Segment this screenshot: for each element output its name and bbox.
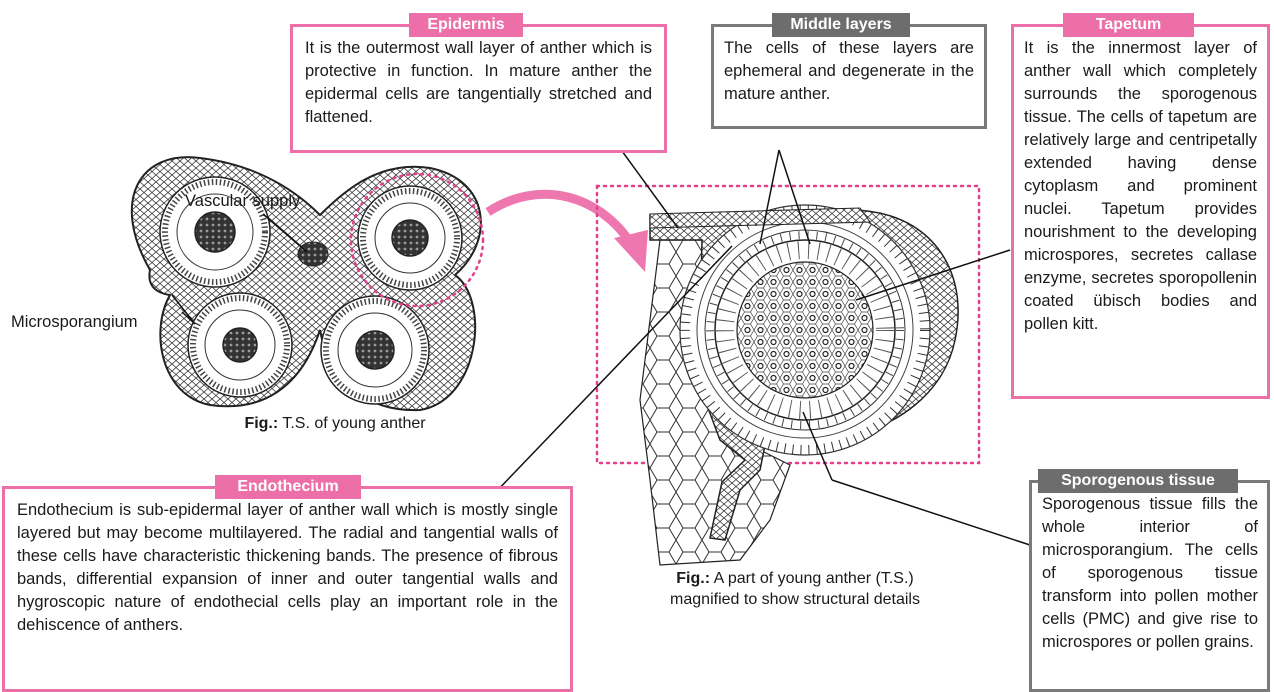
- sporogenous-tissue-title: Sporogenous tissue: [1038, 469, 1238, 493]
- middle-layers-text: The cells of these layers are ephemeral …: [724, 37, 974, 106]
- figure-caption-text-2b: magnified to show structural details: [640, 589, 950, 610]
- vascular-supply-label: Vascular supply: [185, 192, 300, 211]
- tapetum-box: Tapetum It is the innermost layer of ant…: [1011, 24, 1270, 399]
- middle-layers-box: Middle layers The cells of these layers …: [711, 24, 987, 129]
- magnify-arrow-head: [614, 230, 648, 272]
- magnified-anther-drawing: [640, 205, 958, 565]
- figure-prefix-2: Fig.:: [676, 570, 710, 587]
- sporogenous-tissue-text: Sporogenous tissue fills the whole inter…: [1042, 493, 1258, 654]
- endothecium-title: Endothecium: [215, 475, 361, 499]
- figure-caption-1: Fig.: T.S. of young anther: [220, 413, 450, 434]
- sporogenous-leader: [832, 480, 1030, 545]
- sporogenous-tissue-box: Sporogenous tissue Sporogenous tissue fi…: [1029, 480, 1270, 692]
- tapetum-text: It is the innermost layer of anther wall…: [1024, 37, 1257, 336]
- microsporangium-label: Microsporangium: [11, 313, 138, 332]
- tapetum-title: Tapetum: [1063, 13, 1194, 37]
- endothecium-text: Endothecium is sub-epidermal layer of an…: [17, 499, 558, 637]
- endothecium-box: Endothecium Endothecium is sub-epidermal…: [2, 486, 573, 692]
- middle-layers-title: Middle layers: [772, 13, 910, 37]
- figure-caption-2: Fig.: A part of young anther (T.S.) magn…: [640, 568, 950, 610]
- epidermis-box: Epidermis It is the outermost wall layer…: [290, 24, 667, 153]
- epidermis-title: Epidermis: [409, 13, 523, 37]
- figure-caption-text-2a: A part of young anther (T.S.): [714, 570, 914, 587]
- figure-prefix-1: Fig.:: [244, 415, 278, 432]
- epidermis-text: It is the outermost wall layer of anther…: [305, 37, 652, 129]
- figure-caption-text-1: T.S. of young anther: [282, 415, 425, 432]
- magnify-arrow: [488, 194, 632, 245]
